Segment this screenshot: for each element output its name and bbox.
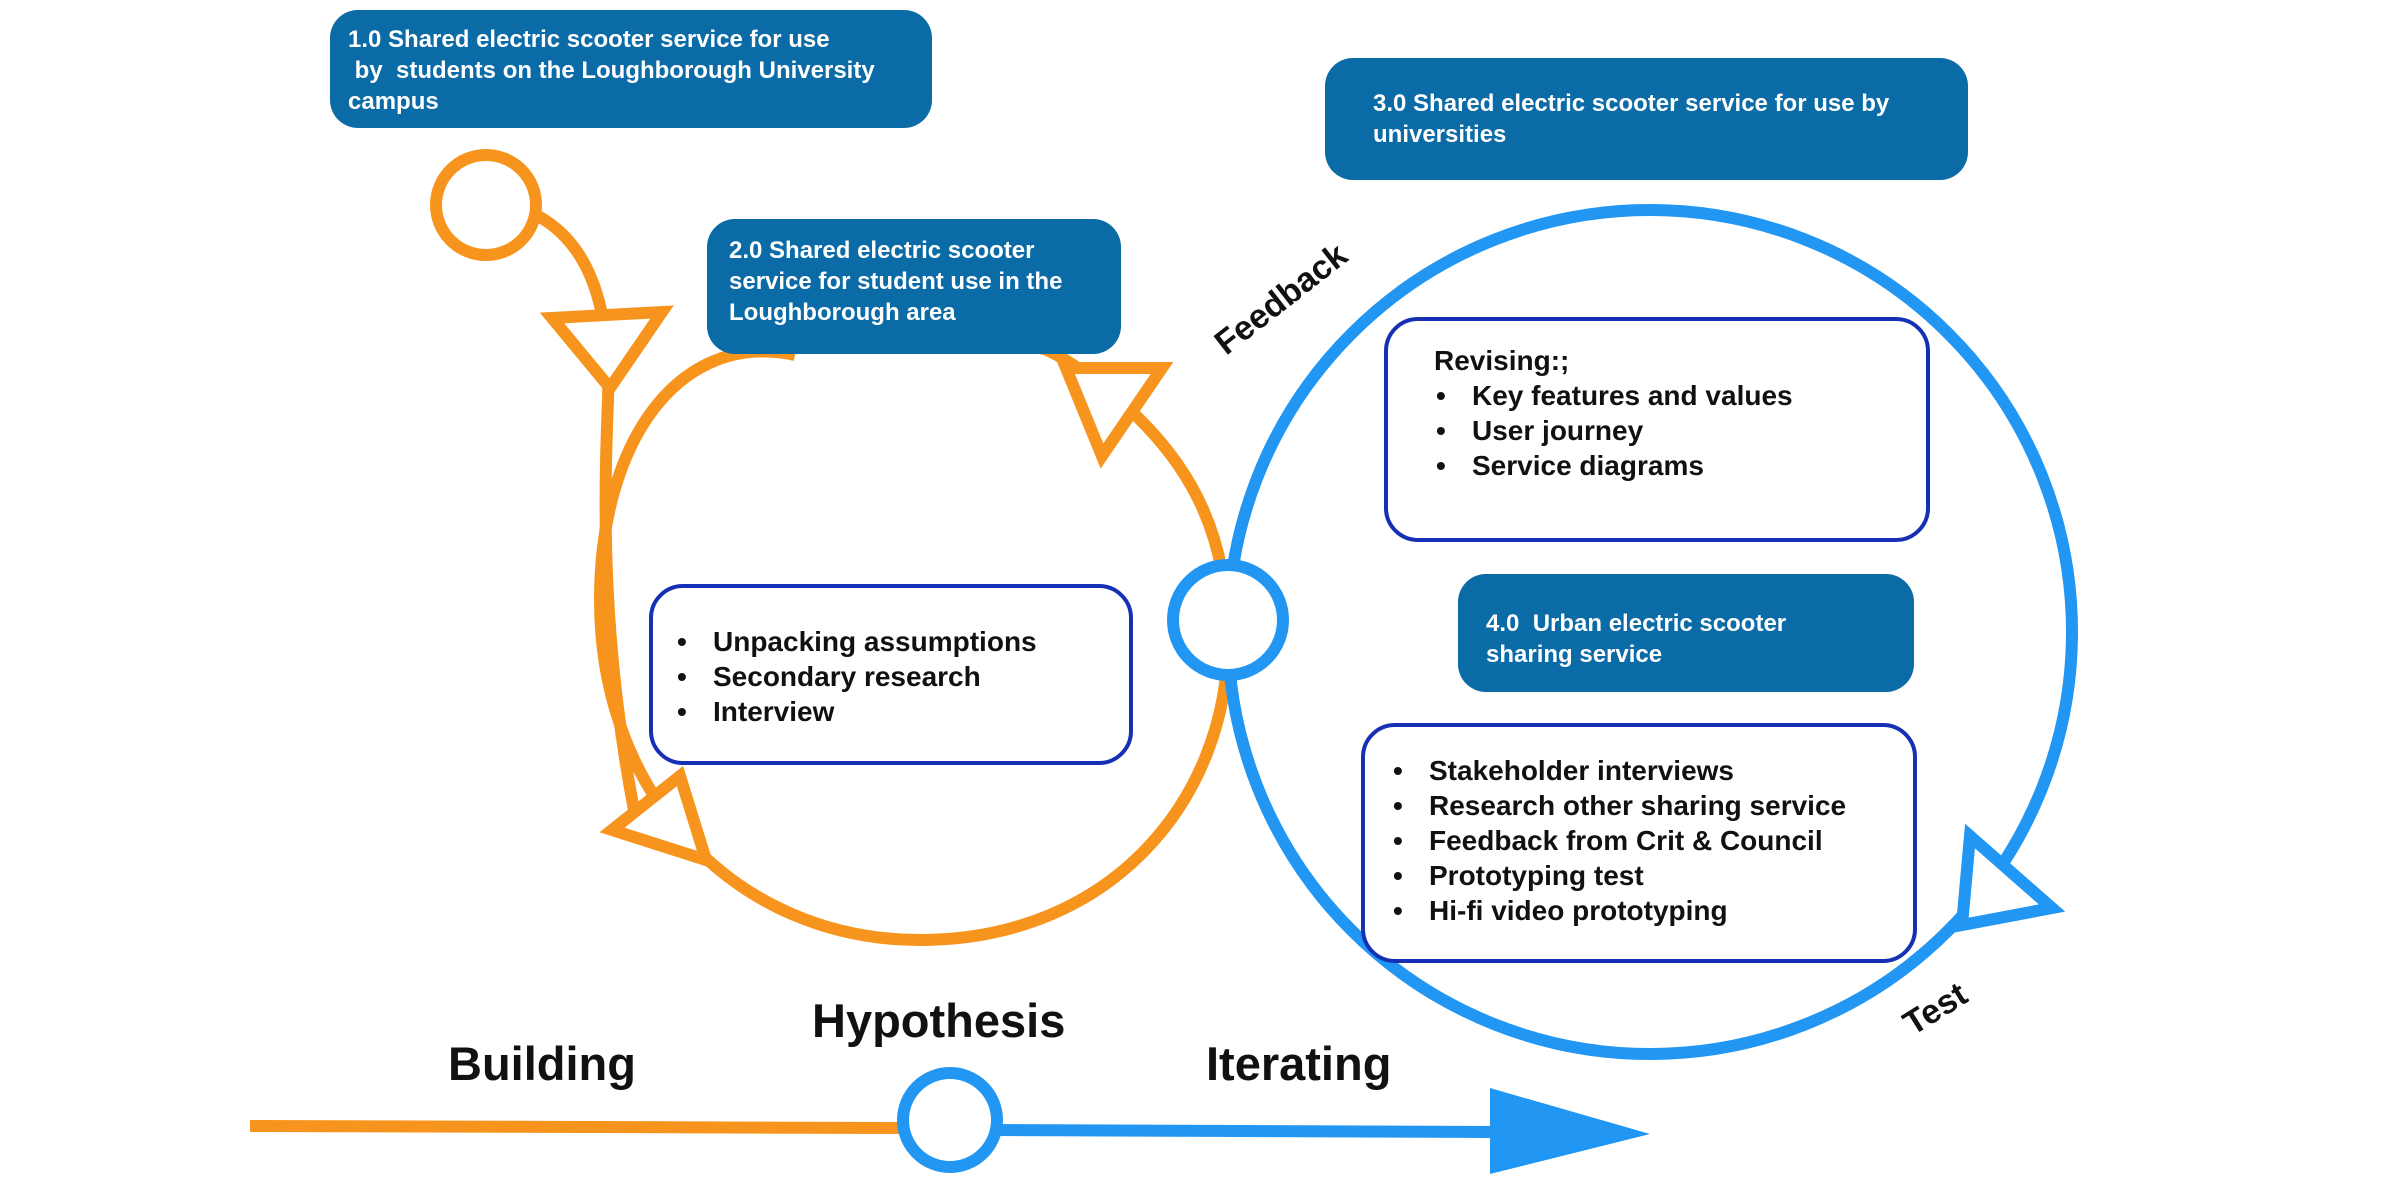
stage-3-text: 3.0 Shared electric scooter service for … [1373, 90, 1890, 148]
testing-item-4: Prototyping test [1391, 858, 1887, 893]
junction-node [1167, 559, 1289, 681]
testing-item-3: Feedback from Crit & Council [1391, 823, 1887, 858]
hypothesis-label: Hypothesis [812, 994, 1066, 1047]
building-activities-box: Unpacking assumptions Secondary research… [649, 584, 1133, 765]
revising-title: Revising:; [1434, 345, 1570, 376]
building-item-2: Secondary research [675, 659, 1107, 694]
timeline-iterating [994, 1124, 1501, 1138]
arrowhead-cycle-top [1057, 362, 1174, 469]
building-item-1: Unpacking assumptions [675, 624, 1107, 659]
building-label: Building [448, 1037, 636, 1090]
revising-item-2: User journey [1434, 413, 1880, 448]
hypothesis-node [897, 1067, 1003, 1173]
stage-3-box: 3.0 Shared electric scooter service for … [1325, 58, 1968, 180]
timeline-arrowhead [1490, 1088, 1650, 1174]
stage-1-text: 1.0 Shared electric scooter service for … [348, 26, 875, 115]
revising-item-1: Key features and values [1434, 378, 1880, 413]
arrowhead-blue-cycle [1955, 823, 2066, 933]
timeline-building [249, 1120, 906, 1134]
testing-item-1: Stakeholder interviews [1391, 753, 1887, 788]
stage-1-box: 1.0 Shared electric scooter service for … [330, 10, 932, 128]
stage-4-box: 4.0 Urban electric scooter sharing servi… [1458, 574, 1914, 692]
revising-item-3: Service diagrams [1434, 448, 1880, 483]
iterating-label: Iterating [1206, 1037, 1392, 1090]
start-node [430, 149, 542, 261]
testing-activities-box: Stakeholder interviews Research other sh… [1361, 723, 1917, 963]
orange-cycle-arc [593, 342, 1235, 947]
stage-2-text: 2.0 Shared electric scooter service for … [729, 237, 1063, 326]
stage-2-box: 2.0 Shared electric scooter service for … [707, 219, 1121, 354]
stage-4-text: 4.0 Urban electric scooter sharing servi… [1486, 610, 1787, 668]
testing-item-2: Research other sharing service [1391, 788, 1887, 823]
testing-item-5: Hi-fi video prototyping [1391, 893, 1887, 928]
arrowhead-cycle-bottom [599, 765, 716, 870]
building-item-3: Interview [675, 694, 1107, 729]
arrowhead-entry [539, 305, 674, 398]
revising-box: Revising:; Key features and values User … [1384, 317, 1930, 542]
